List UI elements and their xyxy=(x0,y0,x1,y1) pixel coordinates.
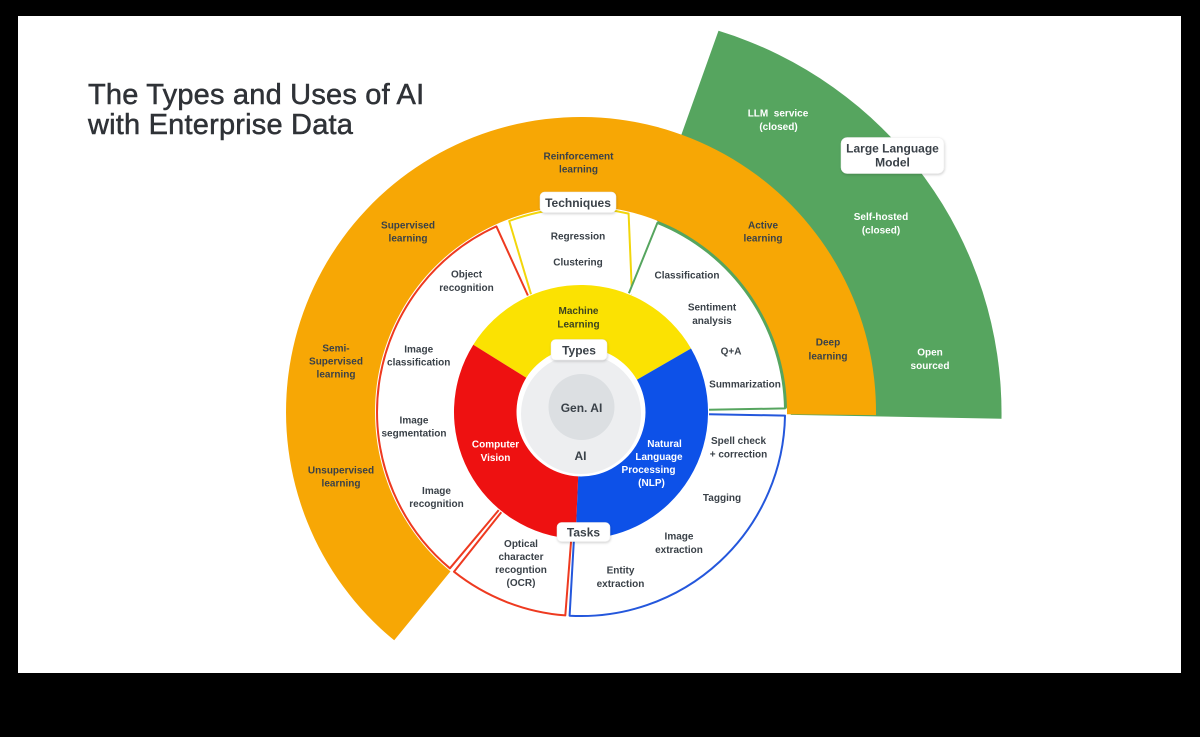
svg-text:Open: Open xyxy=(917,348,943,359)
svg-text:Active: Active xyxy=(748,221,778,232)
svg-text:Processing: Processing xyxy=(622,465,676,476)
svg-text:Language: Language xyxy=(635,452,683,463)
svg-text:Entity: Entity xyxy=(607,566,635,577)
svg-text:Semi-: Semi- xyxy=(322,344,349,355)
svg-text:Large Language: Large Language xyxy=(846,141,939,155)
svg-text:Machine: Machine xyxy=(558,306,598,317)
svg-text:Optical: Optical xyxy=(504,539,538,550)
svg-text:+ correction: + correction xyxy=(710,450,768,461)
svg-text:Image: Image xyxy=(422,486,451,497)
svg-text:(closed): (closed) xyxy=(759,122,797,133)
svg-text:Classification: Classification xyxy=(654,271,719,282)
svg-text:extraction: extraction xyxy=(597,579,645,590)
svg-text:recognition: recognition xyxy=(439,283,493,294)
svg-text:learning: learning xyxy=(389,234,428,245)
svg-text:AI: AI xyxy=(575,449,587,463)
svg-text:recognition: recognition xyxy=(409,499,463,510)
svg-text:Regression: Regression xyxy=(551,232,605,243)
svg-text:Gen. AI: Gen. AI xyxy=(561,401,603,415)
svg-text:Types: Types xyxy=(562,343,596,357)
svg-text:Summarization: Summarization xyxy=(709,380,781,391)
svg-text:Natural: Natural xyxy=(647,439,682,450)
svg-text:Deep: Deep xyxy=(816,338,840,349)
svg-text:Computer: Computer xyxy=(472,440,519,451)
svg-text:The Types and Uses of AI: The Types and Uses of AI xyxy=(88,79,424,111)
svg-text:Image: Image xyxy=(404,345,433,356)
svg-text:Image: Image xyxy=(665,532,694,543)
svg-text:learning: learning xyxy=(317,370,356,381)
svg-text:learning: learning xyxy=(559,165,598,176)
svg-text:learning: learning xyxy=(809,352,848,363)
svg-text:Unsupervised: Unsupervised xyxy=(308,466,374,477)
svg-text:with Enterprise Data: with Enterprise Data xyxy=(87,109,354,141)
svg-text:character: character xyxy=(498,552,543,563)
svg-text:Image: Image xyxy=(400,416,429,427)
svg-text:Clustering: Clustering xyxy=(553,258,602,269)
svg-text:classification: classification xyxy=(387,358,450,369)
svg-text:LLM service: LLM service xyxy=(748,109,809,120)
svg-text:Vision: Vision xyxy=(481,453,511,464)
svg-text:Techniques: Techniques xyxy=(545,196,611,210)
svg-text:sourced: sourced xyxy=(911,361,950,372)
svg-text:Sentiment: Sentiment xyxy=(688,303,737,314)
svg-text:Supervised: Supervised xyxy=(381,221,435,232)
svg-text:Reinforcement: Reinforcement xyxy=(543,152,614,163)
svg-text:learning: learning xyxy=(744,234,783,245)
svg-text:segmentation: segmentation xyxy=(381,429,446,440)
svg-text:extraction: extraction xyxy=(655,545,703,556)
svg-text:Tasks: Tasks xyxy=(567,525,600,539)
svg-text:recogntion: recogntion xyxy=(495,565,547,576)
svg-text:(NLP): (NLP) xyxy=(638,478,665,489)
svg-text:(OCR): (OCR) xyxy=(507,578,536,589)
svg-text:analysis: analysis xyxy=(692,316,732,327)
svg-text:Supervised: Supervised xyxy=(309,357,363,368)
svg-text:(closed): (closed) xyxy=(862,226,900,237)
svg-text:Q+A: Q+A xyxy=(721,347,742,358)
svg-text:Spell check: Spell check xyxy=(711,436,766,447)
svg-text:Self-hosted: Self-hosted xyxy=(854,212,908,223)
svg-text:learning: learning xyxy=(322,479,361,490)
svg-text:Model: Model xyxy=(875,155,910,169)
svg-text:Object: Object xyxy=(451,270,483,281)
svg-text:Learning: Learning xyxy=(557,320,599,331)
svg-text:Tagging: Tagging xyxy=(703,493,741,504)
